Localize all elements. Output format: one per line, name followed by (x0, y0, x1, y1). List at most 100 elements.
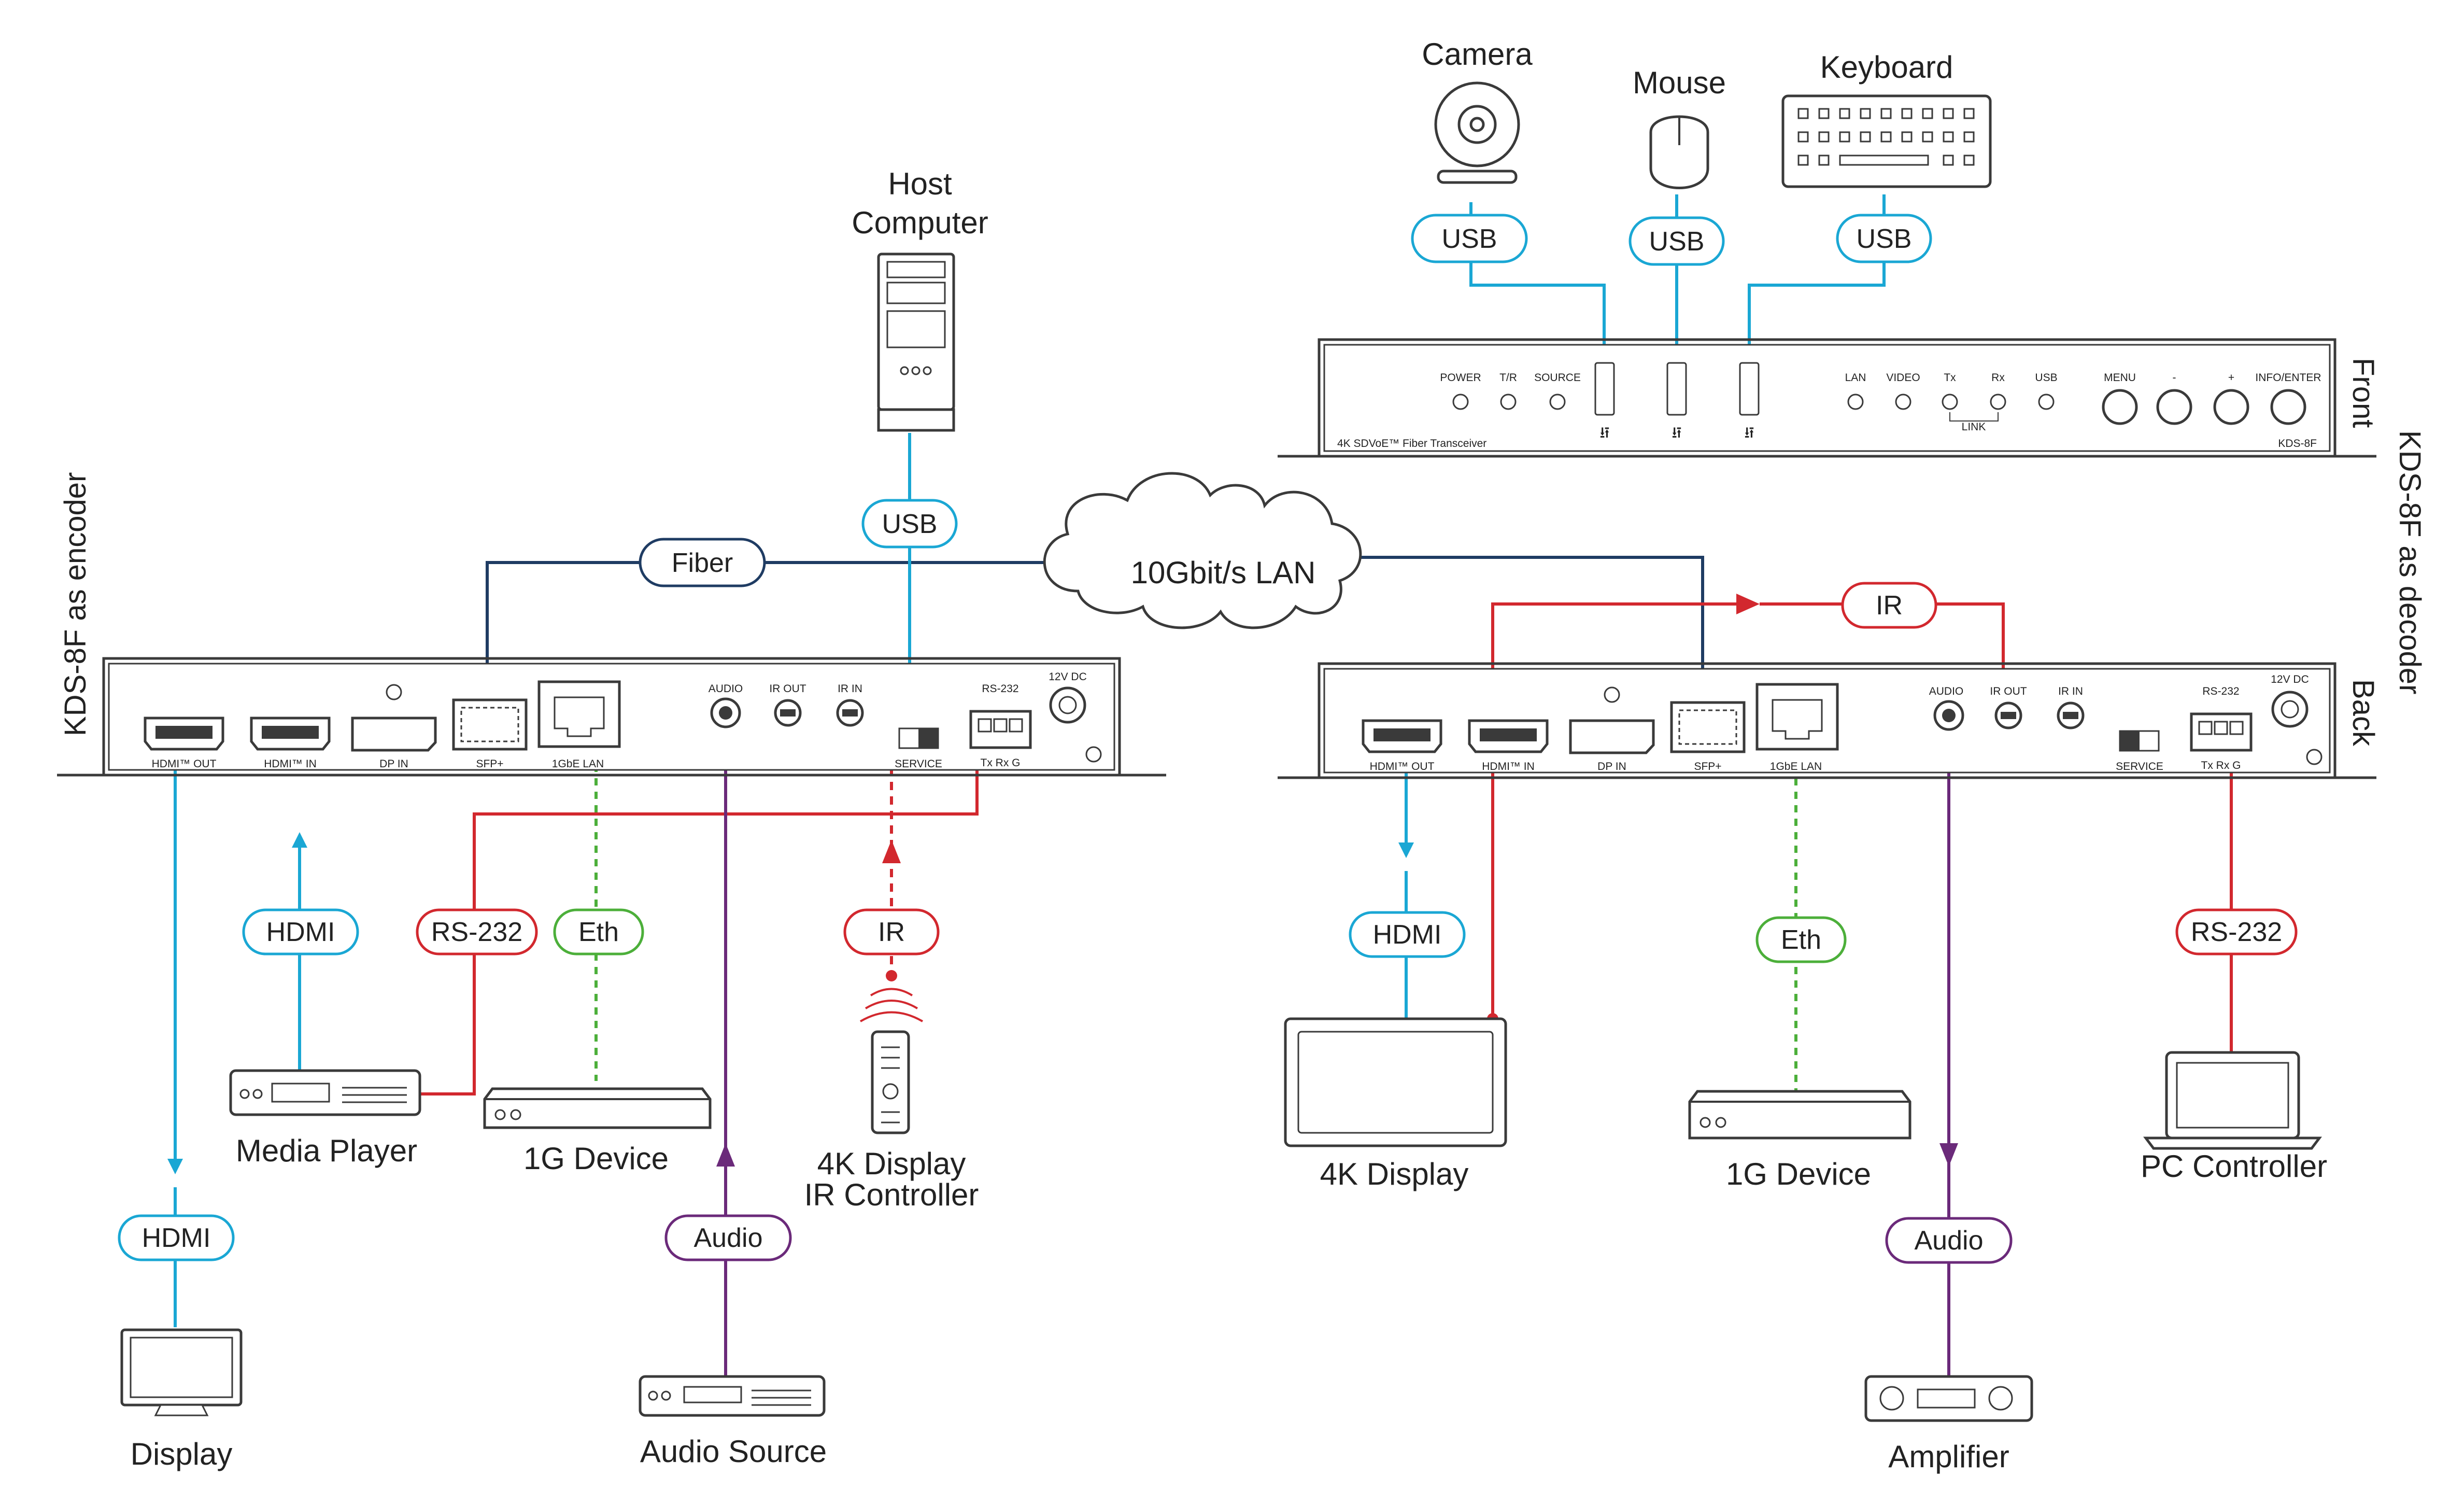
rs232-pill-encoder: RS-232 (431, 917, 522, 947)
kds-decoder-back-panel: HDMI™ OUT HDMI™ IN DP IN SFP+ 1GbE LAN A… (1278, 662, 2376, 779)
led-power-label: POWER (1440, 372, 1481, 384)
port-label: 12V DC (1049, 671, 1087, 683)
led-video (1895, 394, 1911, 410)
port-label: IR OUT (1990, 685, 2027, 697)
host-computer: Host Computer (852, 166, 988, 432)
keyboard: Keyboard (1781, 50, 1992, 188)
g1-device-label: 1G Device (1726, 1157, 1871, 1191)
kds-front-panel: POWER T/R SOURCE ⭿ ⭿ ⭿ LAN VIDEO Tx Rx U… (1278, 338, 2376, 458)
port-label: Tx Rx G (2201, 760, 2241, 771)
port-label: SFP+ (476, 758, 503, 770)
audio-pill-amplifier: Audio (1915, 1226, 1984, 1256)
ir-controller-label-2: IR Controller (804, 1177, 979, 1212)
port-label: DP IN (379, 758, 408, 770)
display-4k-label: 4K Display (1320, 1157, 1469, 1191)
camera-label: Camera (1422, 37, 1533, 72)
hdmi-pill-display: HDMI (142, 1223, 211, 1253)
port-label: DP IN (1597, 761, 1626, 772)
host-label-2: Computer (852, 205, 988, 240)
display-label: Display (131, 1437, 233, 1471)
cloud-label: 10Gbit/s LAN (1131, 555, 1316, 590)
ir-pill-decoder: IR (1876, 591, 1903, 621)
port-label: IR OUT (769, 683, 806, 695)
led-tr (1500, 394, 1517, 410)
camera: Camera (1422, 37, 1533, 184)
minus-button (2156, 389, 2192, 425)
keyboard-label: Keyboard (1820, 50, 1953, 85)
ground-icon (1085, 746, 1102, 763)
info-enter-button (2270, 389, 2306, 425)
dp-in-port (1569, 719, 1655, 754)
audio-pill-source: Audio (694, 1223, 763, 1253)
port-label: RS-232 (982, 683, 1018, 695)
ir-controller-label-1: 4K Display (817, 1146, 966, 1181)
led-source-label: SOURCE (1534, 372, 1581, 384)
button-minus-label: - (2173, 372, 2176, 384)
port-label: HDMI™ OUT (1370, 761, 1435, 772)
button-menu-label: MENU (2104, 372, 2136, 384)
encoder-media-player: Media Player (229, 1069, 421, 1168)
decoder-side-label: KDS-8F as decoder (2393, 430, 2427, 694)
led-rx (1990, 394, 2006, 410)
usb-pill-keyboard: USB (1857, 224, 1912, 254)
pc-controller-label: PC Controller (2141, 1149, 2327, 1184)
port-label: RS-232 (2202, 685, 2239, 697)
button-plus-label: + (2228, 372, 2234, 384)
port-label: HDMI™ IN (1482, 761, 1535, 772)
port-label: 1GbE LAN (1770, 761, 1822, 772)
port-label: IR IN (838, 683, 862, 695)
led-tx-label: Tx (1944, 372, 1956, 384)
eth-pill-decoder: Eth (1781, 925, 1821, 955)
usb-symbol-icon: ⭿ (1599, 425, 1609, 442)
fiber-pill: Fiber (672, 548, 733, 578)
led-usb (2038, 394, 2055, 410)
port-label: IR IN (2058, 685, 2083, 697)
usb-symbol-icon: ⭿ (1744, 425, 1754, 442)
port-label: AUDIO (709, 683, 743, 695)
port-label: SERVICE (2116, 761, 2163, 772)
amplifier-label: Amplifier (1888, 1439, 2009, 1474)
hdmi-pill-media: HDMI (266, 917, 335, 947)
rs232-pill-decoder: RS-232 (2191, 917, 2282, 947)
usb-pill-mouse: USB (1649, 227, 1705, 257)
encoder-audio-source: Audio Source (639, 1375, 827, 1469)
front-model-text: 4K SDVoE™ Fiber Transceiver (1337, 438, 1486, 450)
decoder-pc-controller: PC Controller (2141, 1051, 2327, 1184)
encoder-ir-controller: 4K Display IR Controller (804, 988, 979, 1212)
port-label: HDMI™ IN (264, 758, 317, 770)
led-tr-label: T/R (1499, 372, 1517, 384)
host-label-1: Host (888, 166, 952, 201)
port-label: SERVICE (895, 758, 942, 770)
led-power (1452, 394, 1469, 410)
media-player-label: Media Player (236, 1133, 417, 1168)
port-label: SFP+ (1694, 761, 1721, 772)
audio-source-label: Audio Source (640, 1434, 827, 1469)
hdmi-pill-4k: HDMI (1373, 920, 1442, 950)
usb-port-1 (1594, 362, 1615, 416)
ir-pill-encoder: IR (878, 917, 905, 947)
led-usb-label: USB (2035, 372, 2057, 384)
led-lan (1847, 394, 1864, 410)
led-source (1549, 394, 1566, 410)
mouse: Mouse (1633, 65, 1726, 189)
front-model-id: KDS-8F (2278, 438, 2317, 450)
g1-device-label: 1G Device (523, 1141, 669, 1176)
network-device-icon (483, 1087, 712, 1129)
plus-button (2213, 389, 2249, 425)
usb-pill-host: USB (882, 509, 938, 539)
usb-port-3 (1739, 362, 1760, 416)
ground-icon (2306, 749, 2323, 765)
decoder-amplifier: Amplifier (1864, 1375, 2033, 1474)
mouse-icon (1649, 115, 1709, 189)
port-label: HDMI™ OUT (152, 758, 217, 770)
encoder-side-label: KDS-8F as encoder (59, 472, 92, 736)
port-label: AUDIO (1929, 685, 1964, 697)
led-rx-label: Rx (1991, 372, 2005, 384)
encoder-1g-device: 1G Device (483, 1087, 712, 1176)
network-cloud: 10Gbit/s LAN (1043, 472, 1362, 629)
back-side-label: Back (2346, 679, 2380, 747)
led-tx (1942, 394, 1958, 410)
usb-pill-camera: USB (1442, 224, 1497, 254)
